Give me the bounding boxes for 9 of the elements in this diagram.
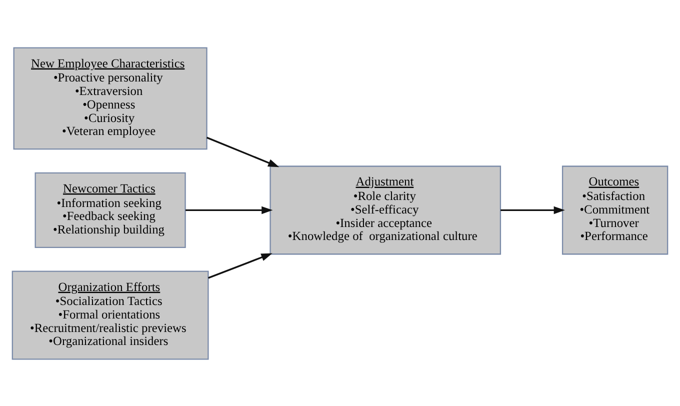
node-box: Adjustment •Role clarity •Self-efficacy •Insider acceptance •Knowledge of organizational culture bbox=[270, 165, 502, 254]
arrow bbox=[206, 136, 280, 167]
node-box: Organization Efforts •Socialization Tactics •Formal orientations •Recruitment/realistic previews •Organizational insiders bbox=[12, 270, 209, 360]
arrow bbox=[208, 252, 272, 278]
node-box: Outcomes •Satisfaction •Commitment •Turnover •Performance bbox=[562, 165, 668, 254]
arrow bbox=[500, 206, 565, 214]
node-box: New Employee Characteristics •Proactive personality •Extraversion •Openness •Curiosity •Veteran employee bbox=[13, 46, 208, 150]
arrow bbox=[186, 206, 273, 214]
node-box: Newcomer Tactics •Information seeking •Feedback seeking •Relationship building bbox=[34, 172, 186, 248]
